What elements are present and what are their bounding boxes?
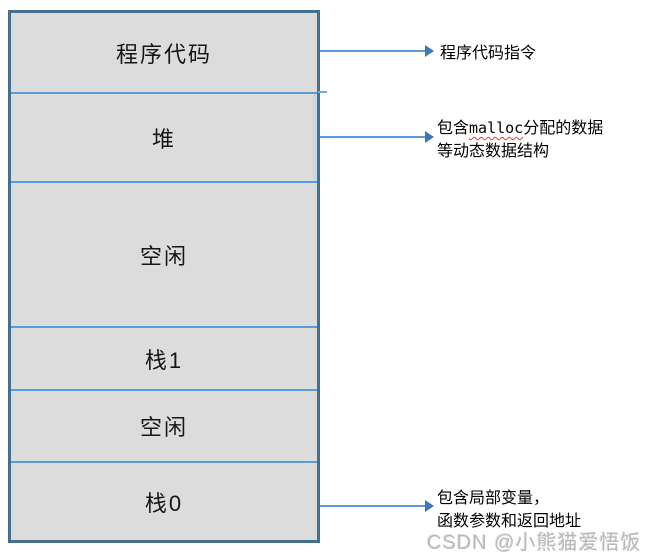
memory-box-heap: 堆 [11,94,317,183]
box-label-stack1: 栈1 [144,347,184,373]
memory-column: 程序代码 堆 空闲 栈1 空闲 栈0 [8,10,320,543]
annotation-line2: 等动态数据结构 [437,143,550,160]
arrow-program-code [320,45,434,57]
divider-overhang [318,91,327,93]
arrow-shaft [320,50,427,52]
annotation-line1: 包含局部变量， [437,490,550,507]
box-label-program-code: 程序代码 [115,41,212,67]
arrow-head-icon [425,500,434,512]
box-label-stack0: 栈0 [144,490,184,516]
arrow-heap [320,131,434,143]
box-label-free-lower: 空闲 [139,415,188,440]
annotation-heap: 包含malloc分配的数据 等动态数据结构 [437,117,603,163]
memory-box-program-code: 程序代码 [11,13,317,94]
annotation-program-code: 程序代码指令 [440,42,536,65]
memory-box-stack0: 栈0 [11,463,317,540]
arrow-shaft [320,136,427,138]
box-label-free-upper: 空闲 [139,243,188,269]
annotation-text: 分配的数据 [523,120,604,137]
annotation-stack0: 包含局部变量， 函数参数和返回地址 [437,487,581,533]
memory-box-stack1: 栈1 [11,328,317,391]
box-label-heap: 堆 [151,126,176,152]
malloc-keyword: malloc [469,119,524,137]
annotation-line2: 函数参数和返回地址 [437,513,582,530]
arrow-head-icon [425,131,434,143]
memory-box-free-lower: 空闲 [11,391,317,463]
arrow-head-icon [425,45,434,57]
annotation-text: 包含 [437,120,470,137]
arrow-stack0 [320,500,434,512]
arrow-shaft [320,505,427,507]
memory-box-free-upper: 空闲 [11,183,317,328]
annotation-text: 程序代码指令 [440,45,537,62]
annotation-line1: 包含malloc分配的数据 [437,117,603,140]
csdn-watermark: CSDN @小熊猫爱悟饭 [427,532,642,554]
